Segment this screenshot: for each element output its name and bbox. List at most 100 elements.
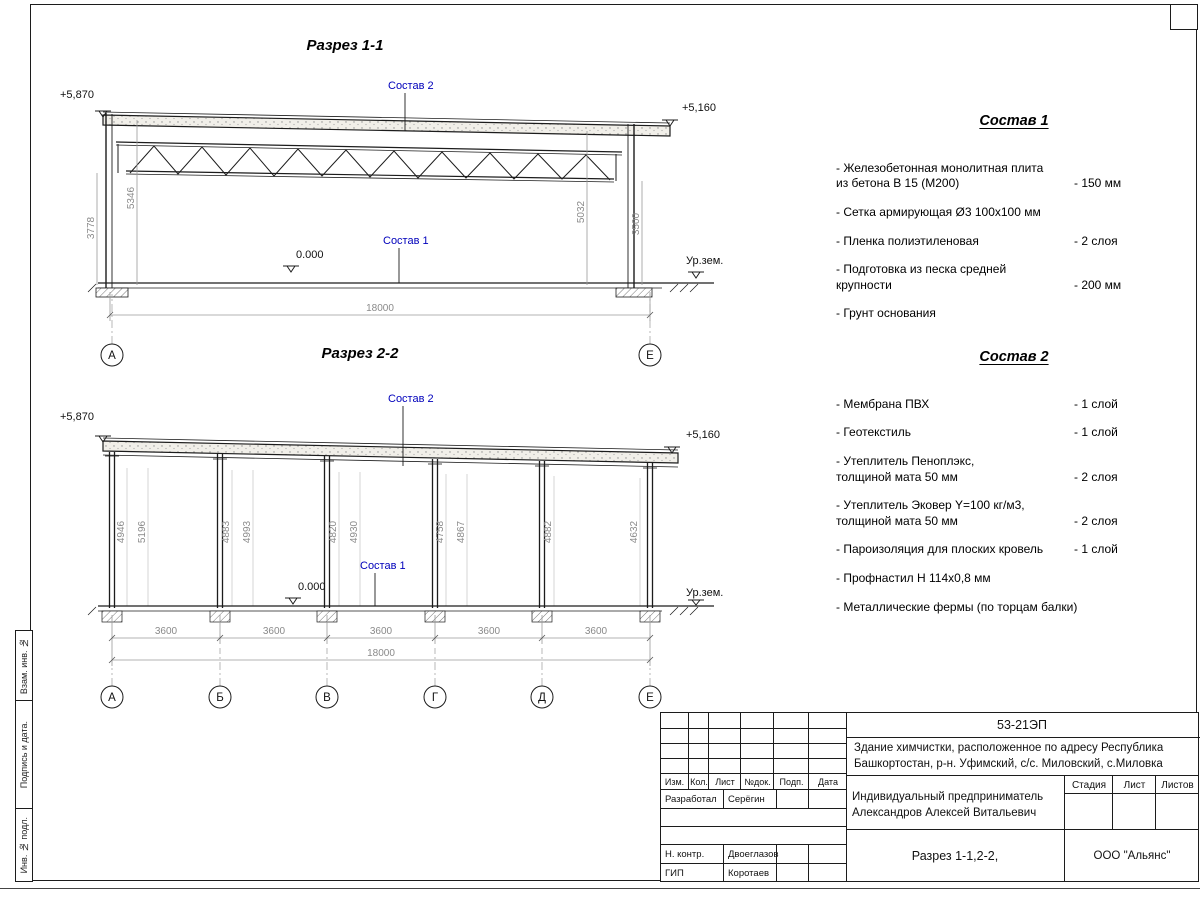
- tb-drawing-title: Разрез 1-1,2-2,: [846, 829, 1064, 882]
- dim-bay-5: 3600: [585, 626, 608, 637]
- tb-col-data: Дата: [808, 773, 847, 790]
- comp2-item: - Пароизоляция для плоских кровель - 1 с…: [830, 542, 1198, 558]
- tb-col-podp: Подп.: [773, 773, 809, 790]
- bay-height-dims: 4946 5196 4883 4993 4820 4930 4758 4867 …: [116, 468, 641, 606]
- tb-role-gip: ГИП: [661, 863, 727, 882]
- elev-right-label: +5,160: [682, 102, 716, 114]
- comp-item-text: - Утеплитель Эковер Y=100 кг/м3, толщино…: [836, 498, 1025, 528]
- comp-item-text: - Профнастил Н 114х0,8 мм: [836, 571, 991, 585]
- dim-4946: 4946: [116, 520, 127, 543]
- sostav2-callout-2: Состав 2: [388, 393, 434, 405]
- tb-stage-value: [1064, 793, 1113, 830]
- comp-item-text: - Мембрана ПВХ: [836, 396, 930, 411]
- comp-item-value: [1074, 306, 1154, 322]
- tb-col-ndok: №док.: [740, 773, 774, 790]
- tb-grid-line: [661, 758, 846, 759]
- margin-label: Инв. № подл.: [19, 816, 29, 874]
- comp2-item: - Мембрана ПВХ - 1 слой: [830, 397, 1198, 413]
- section-1-1: Разрез 1-1: [60, 37, 723, 367]
- comp-item-value: - 200 мм: [1074, 277, 1122, 292]
- axis2-a: А: [108, 692, 116, 704]
- composition-leaders: Состав 2 Состав 1: [383, 80, 434, 283]
- comp2-title: Состав 2: [979, 349, 1049, 365]
- sostav1-callout: Состав 1: [383, 235, 429, 247]
- comp2-item: - Геотекстиль - 1 слой: [830, 425, 1198, 441]
- tb-name-dvoeglazov: Двоеглазов: [723, 844, 781, 864]
- axis2-v: В: [323, 692, 331, 704]
- comp-item-value: [1122, 600, 1198, 616]
- axis2-d: Д: [538, 692, 546, 704]
- dim-total-18000: 18000: [366, 303, 394, 314]
- dim-4820: 4820: [328, 520, 339, 543]
- sostav2-callout: Состав 2: [388, 80, 434, 92]
- tb-empty-row: [661, 826, 846, 845]
- margin-label: Подпись и дата.: [19, 721, 29, 789]
- comp-item-text: - Сетка армирующая Ø3 100х100 мм: [836, 205, 1041, 220]
- comp-item-value: [1074, 205, 1154, 221]
- comp1-item: - Грунт основания: [830, 306, 1198, 322]
- roof-slab-2: [102, 437, 679, 468]
- tb-col-izm: Изм.: [661, 773, 688, 790]
- format-corner-box: [1170, 4, 1198, 30]
- dim-bay-4: 3600: [478, 626, 501, 637]
- tb-date-cell: [808, 844, 847, 864]
- axis2-b: Б: [216, 692, 224, 704]
- elevation-marks: +5,870 +5,160 0.000 Ур.зем.: [60, 89, 723, 279]
- dim-total-18000-2: 18000: [367, 648, 395, 659]
- comp2-item: - Профнастил Н 114х0,8 мм: [830, 571, 1198, 587]
- tb-sign-cell: [776, 789, 809, 809]
- tb-project-line1: Здание химчистки, расположенное по адрес…: [854, 742, 1164, 754]
- elevation-marks-2: +5,870 +5,160 0.000 Ур.зем.: [60, 411, 723, 606]
- dim-3778: 3778: [86, 216, 97, 239]
- tb-client-line2: Александров Алексей Витальевич: [852, 807, 1037, 820]
- dim-5346: 5346: [126, 186, 137, 209]
- axis2-g: Г: [432, 692, 439, 704]
- comp-item-text: - Грунт основания: [836, 306, 936, 321]
- dim-4758: 4758: [435, 520, 446, 543]
- tb-stage-header: Стадия: [1064, 775, 1113, 794]
- dim-3500: 3500: [631, 212, 642, 235]
- section-drawings: Разрез 1-1: [60, 37, 723, 709]
- elev-zero-label: 0.000: [296, 249, 324, 261]
- tb-date-cell: [808, 863, 847, 882]
- dim-5032: 5032: [576, 200, 587, 223]
- comp-item-value: - 1 слой: [1074, 396, 1118, 411]
- dim-bay-3: 3600: [370, 626, 393, 637]
- comp-item-text: - Пленка полиэтиленовая: [836, 233, 979, 248]
- floor: [87, 282, 714, 298]
- tb-name-seregin: Серёгин: [723, 789, 781, 809]
- dim-4882: 4882: [543, 520, 554, 543]
- comp-item-text: - Металлические фермы (по торцам балки): [836, 599, 1078, 614]
- tb-role-razrabotal: Разработал: [661, 789, 727, 809]
- comp-item-value: - 150 мм: [1074, 176, 1122, 191]
- vertical-dims: 3778 5346 5032 3500: [86, 120, 643, 285]
- sostav1-callout-2: Состав 1: [360, 560, 406, 572]
- ground-level-label: Ур.зем.: [686, 255, 723, 267]
- tb-grid-line: [708, 713, 709, 789]
- tb-sign-cell: [776, 844, 809, 864]
- comp-item-value: - 2 слоя: [1074, 513, 1118, 528]
- tb-grid-line: [740, 713, 741, 789]
- comp-item-value: - 1 слой: [1074, 425, 1118, 440]
- comp-item-text: - Геотекстиль: [836, 425, 911, 440]
- comp1-title: Состав 1: [979, 113, 1049, 129]
- bay-dims-row: 3600 3600 3600 3600 3600 18000: [108, 615, 654, 666]
- tb-date-cell: [808, 789, 847, 809]
- composition-leaders-2: Состав 2 Состав 1: [360, 393, 434, 606]
- tb-grid-line: [688, 713, 689, 789]
- tb-grid-line: [773, 713, 774, 789]
- floor-2: [87, 605, 714, 623]
- tb-empty-row: [661, 808, 846, 827]
- paper-edge-line: [0, 888, 1200, 889]
- elev-left-label-2: +5,870: [60, 411, 94, 423]
- comp1-item: - Пленка полиэтиленовая - 2 слоя: [830, 234, 1198, 250]
- tb-project-line2: Башкортостан, р-н. Уфимский, с/с. Миловс…: [854, 757, 1163, 770]
- tb-list-value: [1112, 793, 1156, 830]
- axis2-e: Е: [646, 692, 654, 704]
- title-block: Изм. Кол. Лист №док. Подп. Дата Разработ…: [660, 712, 1200, 882]
- roof-slab: [102, 111, 671, 137]
- tb-doc-number: 53-21ЭП: [997, 718, 1047, 732]
- axis-bubbles-2: А Б В Г Д Е: [100, 648, 662, 709]
- comp1-item: - Подготовка из песка средней крупности …: [830, 262, 1198, 293]
- axis-e: Е: [646, 350, 654, 362]
